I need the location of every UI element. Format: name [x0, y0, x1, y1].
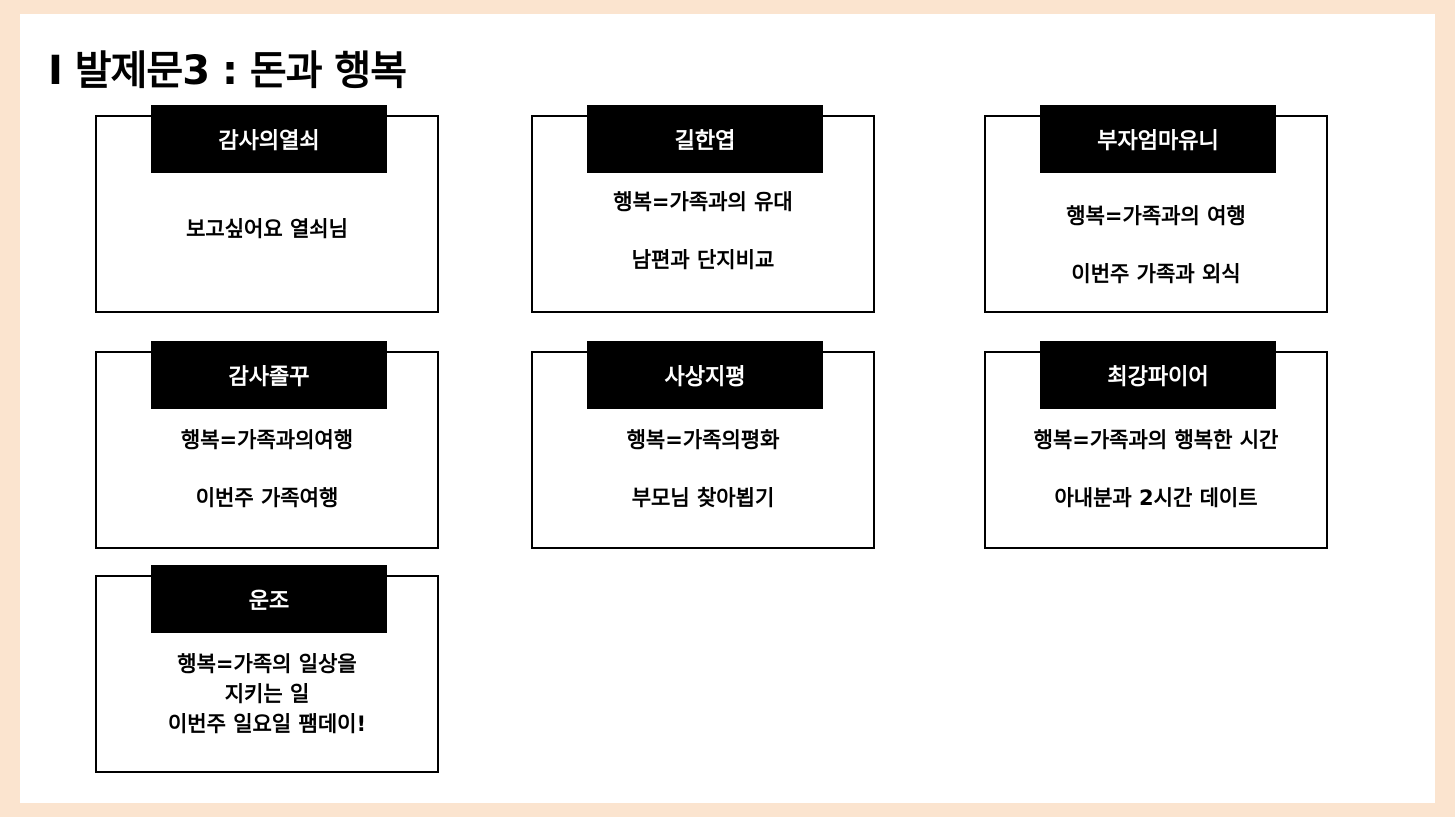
card-6: 운조 행복=가족의 일상을 지키는 일 이번주 일요일 팸데이!	[95, 565, 439, 773]
card-name: 감사졸꾸	[151, 341, 387, 409]
page-title: I 발제문3 : 돈과 행복	[48, 48, 407, 94]
card-line: 행복=가족의 일상을	[177, 652, 357, 676]
card-line: 지키는 일	[224, 682, 310, 706]
card-line: 행복=가족의평화	[626, 428, 780, 452]
card-0: 감사의열쇠 보고싶어요 열쇠님	[95, 105, 439, 313]
card-name: 감사의열쇠	[151, 105, 387, 173]
card-body: 행복=가족과의 여행 이번주 가족과 외식	[986, 187, 1326, 311]
card-body: 행복=가족과의여행 이번주 가족여행	[97, 411, 437, 547]
card-line: 이번주 일요일 팸데이!	[167, 712, 367, 736]
card-line: 이번주 가족여행	[195, 486, 339, 510]
card-body: 행복=가족의평화 부모님 찾아뵙기	[533, 411, 873, 547]
card-1: 길한엽 행복=가족과의 유대 남편과 단지비교	[531, 105, 875, 313]
card-2: 부자엄마유니 행복=가족과의 여행 이번주 가족과 외식	[984, 105, 1328, 313]
card-line: 보고싶어요 열쇠님	[186, 217, 348, 241]
card-body: 보고싶어요 열쇠님	[97, 213, 437, 311]
card-line: 이번주 가족과 외식	[1071, 262, 1241, 286]
card-body: 행복=가족의 일상을 지키는 일 이번주 일요일 팸데이!	[97, 649, 437, 771]
card-line: 부모님 찾아뵙기	[631, 486, 775, 510]
card-line: 행복=가족과의 행복한 시간	[1033, 428, 1279, 452]
card-line: 행복=가족과의 여행	[1066, 204, 1246, 228]
card-3: 감사졸꾸 행복=가족과의여행 이번주 가족여행	[95, 341, 439, 549]
card-line: 아내분과 2시간 데이트	[1054, 486, 1258, 510]
card-name: 길한엽	[587, 105, 823, 173]
card-body: 행복=가족과의 행복한 시간 아내분과 2시간 데이트	[986, 411, 1326, 547]
card-body: 행복=가족과의 유대 남편과 단지비교	[533, 173, 873, 311]
card-name: 부자엄마유니	[1040, 105, 1276, 173]
card-line: 행복=가족과의여행	[180, 428, 354, 452]
card-name: 사상지평	[587, 341, 823, 409]
card-5: 최강파이어 행복=가족과의 행복한 시간 아내분과 2시간 데이트	[984, 341, 1328, 549]
card-name: 운조	[151, 565, 387, 633]
card-4: 사상지평 행복=가족의평화 부모님 찾아뵙기	[531, 341, 875, 549]
card-line: 남편과 단지비교	[631, 248, 775, 272]
card-line: 행복=가족과의 유대	[613, 190, 793, 214]
card-name: 최강파이어	[1040, 341, 1276, 409]
